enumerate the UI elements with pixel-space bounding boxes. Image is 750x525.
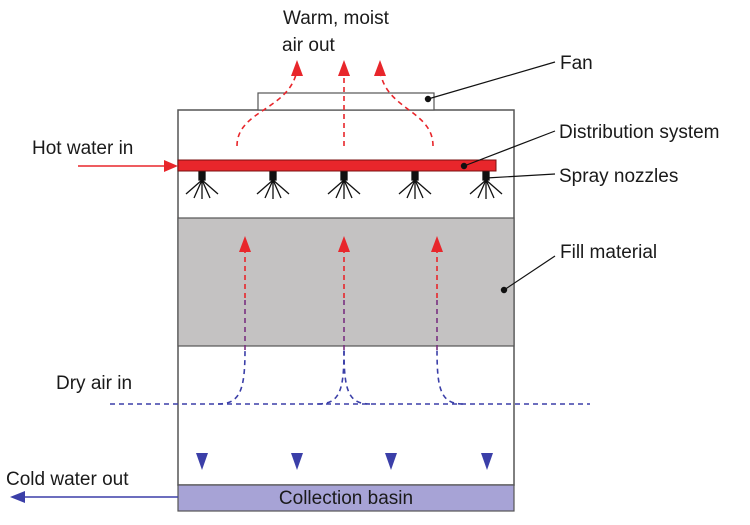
spray-nozzle	[185, 171, 219, 199]
falling-water-arrowheads	[196, 453, 493, 470]
leader-lines	[424, 61, 556, 294]
hot-water-arrowhead	[164, 160, 178, 172]
warm-air-label-line1: Warm, moist	[283, 8, 390, 29]
distribution-system-label: Distribution system	[559, 122, 720, 143]
collection-basin-label: Collection basin	[279, 488, 413, 509]
fill-material-region	[177, 217, 515, 347]
spray-nozzle	[398, 171, 432, 199]
spray-nozzle	[327, 171, 361, 199]
cold-water-arrowhead	[10, 491, 25, 503]
fill-material-label: Fill material	[560, 242, 657, 263]
distribution-bar	[177, 159, 497, 172]
dry-air-in-label: Dry air in	[56, 373, 132, 394]
falling-water-arrows	[201, 236, 488, 460]
collection-basin	[177, 484, 515, 512]
spray-nozzles	[185, 171, 503, 199]
hot-water-in-label: Hot water in	[32, 138, 133, 159]
warm-air-arrowheads	[291, 60, 386, 76]
spray-nozzle	[256, 171, 290, 199]
warm-air-out-arrows	[236, 69, 434, 147]
spray-nozzles-label: Spray nozzles	[559, 166, 678, 187]
dry-air-in-lines	[110, 349, 590, 405]
fan	[257, 92, 435, 111]
warm-air-label-line2: air out	[282, 35, 336, 56]
fan-label: Fan	[560, 53, 593, 74]
cold-water-out-label: Cold water out	[6, 469, 129, 490]
rising-air-arrowheads	[239, 236, 443, 252]
